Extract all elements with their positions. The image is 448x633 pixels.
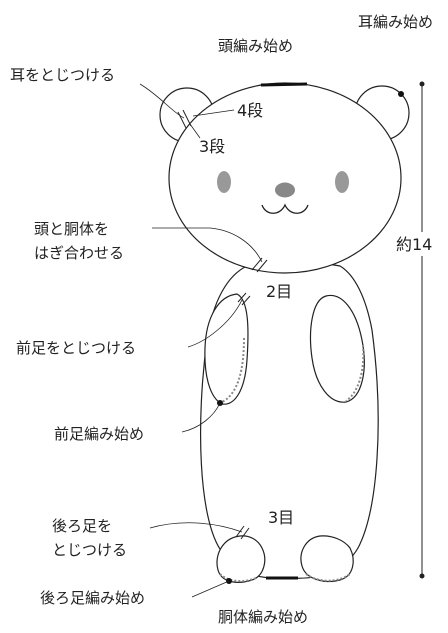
back-leg-mark-2 [240, 527, 250, 540]
label-rows-2: 2目 [266, 282, 292, 301]
front-leg-left-seam [221, 337, 245, 403]
neck-mark-2 [256, 259, 268, 273]
leader-attach-back-legs [149, 522, 243, 533]
label-attach-front-legs: 前足をとじつける [16, 339, 136, 357]
nose [275, 182, 295, 198]
neck-mark-1 [251, 257, 263, 271]
front-leg-right-seam [345, 344, 365, 402]
label-body-start: 胴体編み始め [218, 608, 308, 626]
leader-rows-4 [192, 109, 235, 117]
front-leg-right [309, 294, 365, 403]
label-height: 約14 [396, 235, 432, 254]
bear-head [168, 82, 402, 274]
height-dimension-top-dot [419, 81, 425, 87]
leader-rows-3 [189, 123, 201, 139]
label-attach-back-legs-line1: 後ろ足を [52, 517, 112, 535]
leader-join-head-body [152, 227, 263, 263]
mouth [261, 203, 309, 214]
label-head-start: 頭編み始め [218, 37, 293, 55]
label-front-leg-start: 前足編み始め [54, 425, 144, 443]
label-join-head-body-line2: はぎ合わせる [34, 244, 124, 262]
height-dimension-bottom-dot [419, 573, 425, 579]
ear-seam-mark-2 [182, 109, 192, 127]
back-leg-right [300, 535, 354, 583]
label-rows-3b: 3目 [268, 508, 294, 527]
label-rows-3: 3段 [199, 137, 225, 156]
head-start-bar [260, 82, 308, 87]
label-join-head-body-line1: 頭と胴体を [34, 220, 109, 238]
front-leg-left [204, 293, 249, 405]
label-attach-back-legs-line2: とじつける [52, 541, 127, 559]
front-leg-mark-2 [241, 295, 251, 306]
label-ear-start: 耳編み始め [358, 13, 433, 31]
label-rows-4: 4段 [237, 101, 263, 120]
eye-left [217, 171, 231, 193]
front-leg-mark-1 [237, 292, 247, 303]
leader-front-leg-start [181, 402, 221, 433]
leader-back-leg-start [191, 580, 230, 598]
label-attach-ears: 耳をとじつける [10, 66, 115, 84]
ear-start-dot [398, 91, 404, 97]
eye-right [335, 171, 349, 193]
label-back-leg-start: 後ろ足編み始め [40, 589, 145, 607]
leader-attach-front-legs [187, 299, 243, 348]
leader-attach-ears [139, 83, 185, 119]
